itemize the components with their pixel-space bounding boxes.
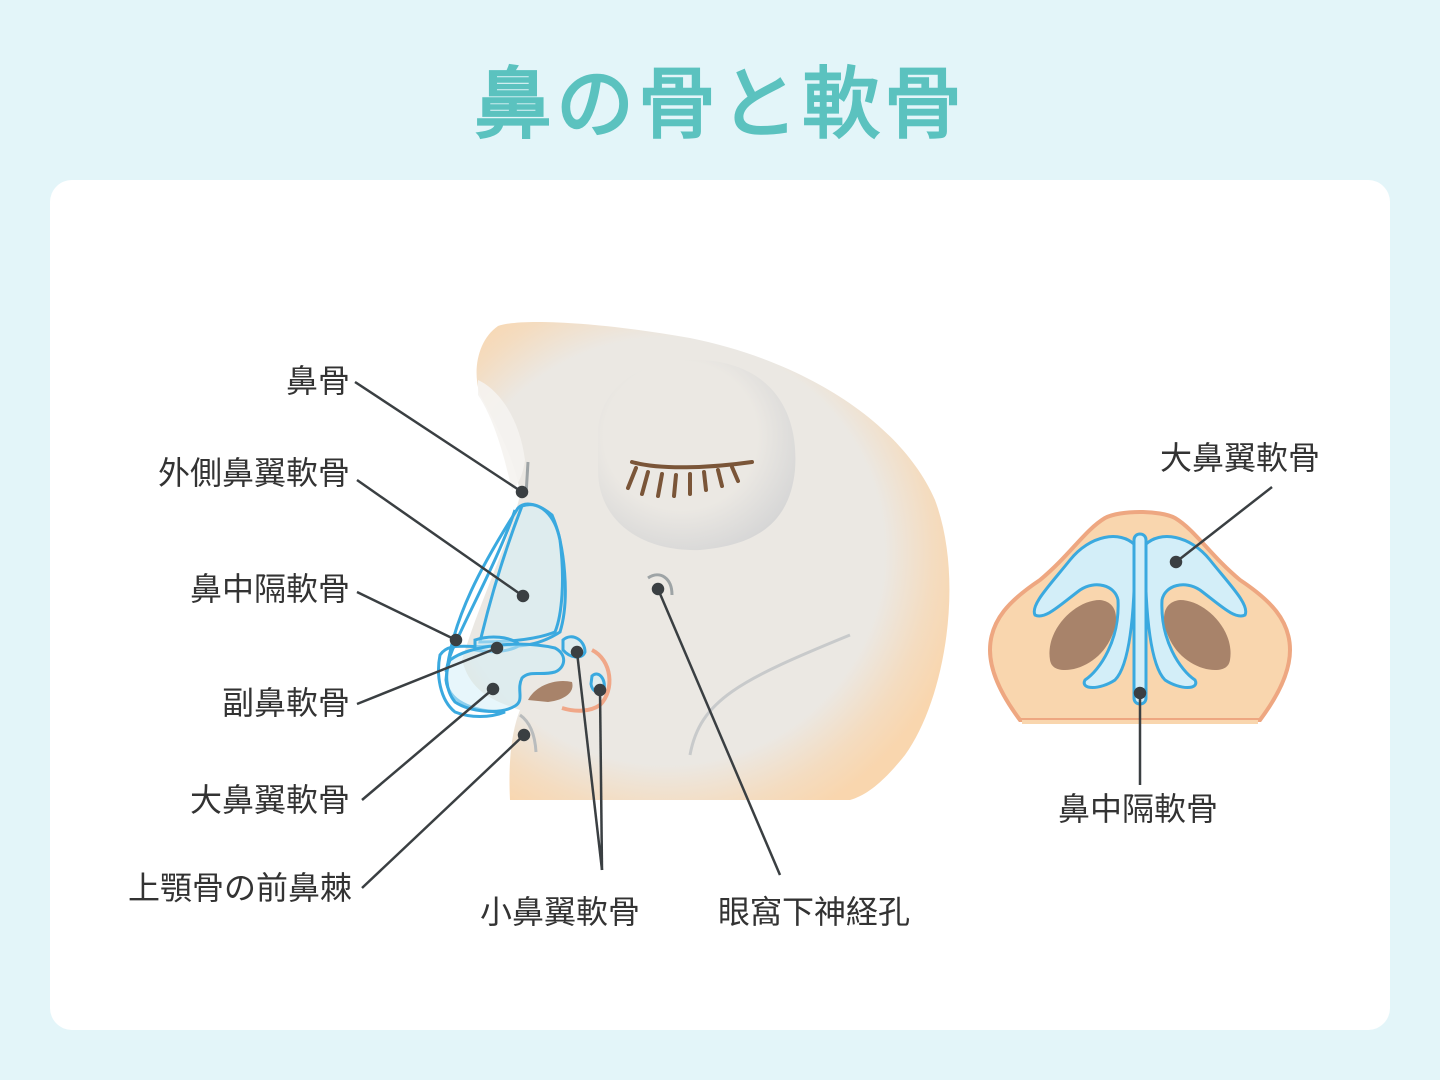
leader-dot-minor-alar-1 bbox=[570, 645, 584, 659]
leader-dot-bottom-major-alar bbox=[1169, 555, 1183, 569]
leader-dot-accessory-cartilage bbox=[490, 641, 504, 655]
leader-septal-cartilage bbox=[356, 590, 457, 642]
nostril-side bbox=[528, 680, 573, 702]
cheek-line bbox=[688, 633, 851, 756]
leader-dot-bottom-septal bbox=[1133, 686, 1147, 700]
leader-bottom-major-alar bbox=[1175, 486, 1273, 563]
leader-dot-septal-cartilage bbox=[449, 633, 463, 647]
leader-minor-alar-2 bbox=[598, 689, 604, 871]
label-bottom-major-alar-cartilage: 大鼻翼軟骨 bbox=[1160, 439, 1321, 477]
nostril-left bbox=[1049, 600, 1116, 670]
major-alar-cartilage-left bbox=[1032, 535, 1137, 689]
leader-nasal-spine bbox=[361, 734, 525, 889]
leader-nasal-bone bbox=[354, 380, 523, 494]
bottom-view bbox=[987, 510, 1293, 724]
septal-cartilage-bottom bbox=[1132, 532, 1148, 706]
label-bottom-septal-cartilage: 鼻中隔軟骨 bbox=[1058, 790, 1219, 828]
label-nasal-bone: 鼻骨 bbox=[285, 362, 350, 400]
label-minor-alar-cartilage: 小鼻翼軟骨 bbox=[480, 893, 641, 931]
nostril-right bbox=[1164, 600, 1231, 670]
leader-minor-alar-1 bbox=[575, 651, 604, 871]
side-view-face bbox=[462, 322, 950, 800]
leader-major-alar bbox=[361, 688, 494, 801]
leader-dot-infraorbital bbox=[651, 582, 665, 596]
leader-infraorbital bbox=[656, 588, 782, 876]
side-view-leaders bbox=[354, 380, 782, 889]
major-alar-cartilage-side bbox=[445, 642, 566, 713]
leader-dot-lateral-cartilage bbox=[516, 589, 530, 603]
infraorbital-foramen-mark bbox=[647, 573, 674, 596]
label-septal-cartilage: 鼻中隔軟骨 bbox=[189, 570, 350, 608]
forehead-highlight bbox=[478, 380, 525, 490]
septal-cartilage-strip bbox=[444, 509, 517, 673]
face-silhouette bbox=[462, 322, 950, 800]
eyelash-icon bbox=[626, 460, 754, 498]
nasal-spine-mark bbox=[519, 713, 538, 753]
label-lateral-cartilage: 外側鼻翼軟骨 bbox=[157, 454, 350, 492]
label-accessory-cartilage: 副鼻軟骨 bbox=[221, 684, 350, 722]
leader-dot-nasal-spine bbox=[517, 728, 531, 742]
bottom-view-leaders bbox=[1133, 486, 1273, 785]
major-alar-cartilage-right bbox=[1143, 535, 1248, 689]
leader-accessory-cartilage bbox=[356, 646, 498, 706]
label-major-alar-cartilage: 大鼻翼軟骨 bbox=[189, 781, 350, 819]
label-infraorbital-foramen: 眼窩下神経孔 bbox=[718, 893, 911, 931]
leader-lateral-cartilage bbox=[356, 478, 524, 598]
lateral-cartilage bbox=[478, 503, 564, 644]
eye-socket bbox=[598, 359, 796, 551]
leader-dot-nasal-bone bbox=[515, 485, 529, 499]
page-title: 鼻の骨と軟骨 bbox=[473, 59, 966, 150]
leader-dot-major-alar bbox=[486, 682, 500, 696]
label-anterior-nasal-spine: 上顎骨の前鼻棘 bbox=[127, 869, 352, 907]
leader-dot-minor-alar-2 bbox=[593, 683, 607, 697]
